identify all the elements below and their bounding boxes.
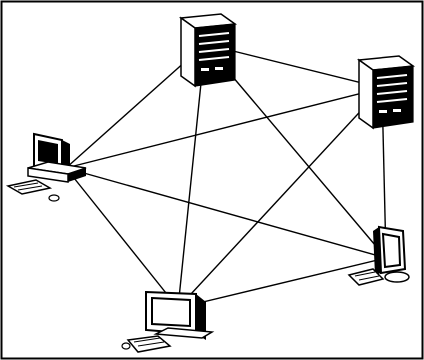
link-workstation-left-workstation-bottom [65, 167, 179, 309]
link-server-top-workstation-bottom [177, 43, 206, 309]
desktop-computer-icon [5, 132, 87, 202]
link-server-right-workstation-left [65, 87, 383, 169]
server-tower-icon [178, 13, 238, 88]
nodes-layer [5, 13, 416, 353]
link-server-right-workstation-bottom [177, 87, 383, 309]
server-tower-icon [356, 55, 416, 130]
link-workstation-right-workstation-bottom [177, 257, 387, 309]
link-workstation-left-workstation-right [65, 167, 387, 259]
desktop-computer-icon [347, 225, 410, 286]
desktop-computer-icon [121, 290, 215, 353]
